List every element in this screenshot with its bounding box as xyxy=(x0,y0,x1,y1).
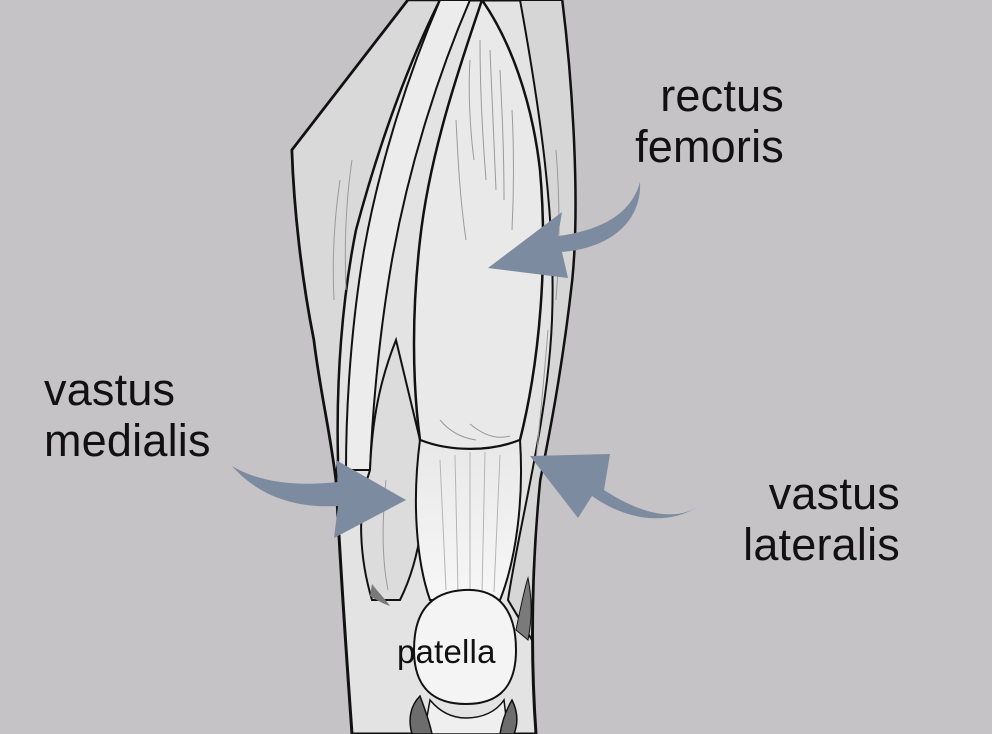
sartorius-muscle xyxy=(290,0,442,481)
patellar-ligament xyxy=(423,697,509,734)
knee-gap-left xyxy=(409,694,433,734)
knee-gap-lateral xyxy=(515,576,532,641)
arrow-vastus-medialis xyxy=(232,460,406,538)
knee-gap-right xyxy=(499,698,518,734)
quadriceps-tendon xyxy=(414,438,523,601)
patella-bone xyxy=(412,588,518,706)
label-rectus-femoris-line1: rectus xyxy=(660,70,784,121)
label-rectus-femoris-line2: femoris xyxy=(635,121,784,172)
label-vastus-medialis-line2: medialis xyxy=(44,415,211,466)
label-vastus-lateralis: vastus lateralis xyxy=(743,468,900,570)
label-vastus-medialis: vastus medialis xyxy=(44,364,211,466)
arrow-rectus-femoris xyxy=(488,182,641,278)
label-patella: patella xyxy=(397,633,496,670)
label-vastus-lateralis-line2: lateralis xyxy=(743,519,900,570)
muscle-fibres xyxy=(332,39,560,591)
label-vastus-medialis-line1: vastus xyxy=(44,364,176,415)
tendon-fibres xyxy=(439,451,501,595)
knee-gap-medial xyxy=(370,584,390,606)
arrow-vastus-lateralis xyxy=(530,454,702,519)
label-rectus-femoris: rectus femoris xyxy=(635,70,784,172)
label-vastus-lateralis-line1: vastus xyxy=(768,468,900,519)
